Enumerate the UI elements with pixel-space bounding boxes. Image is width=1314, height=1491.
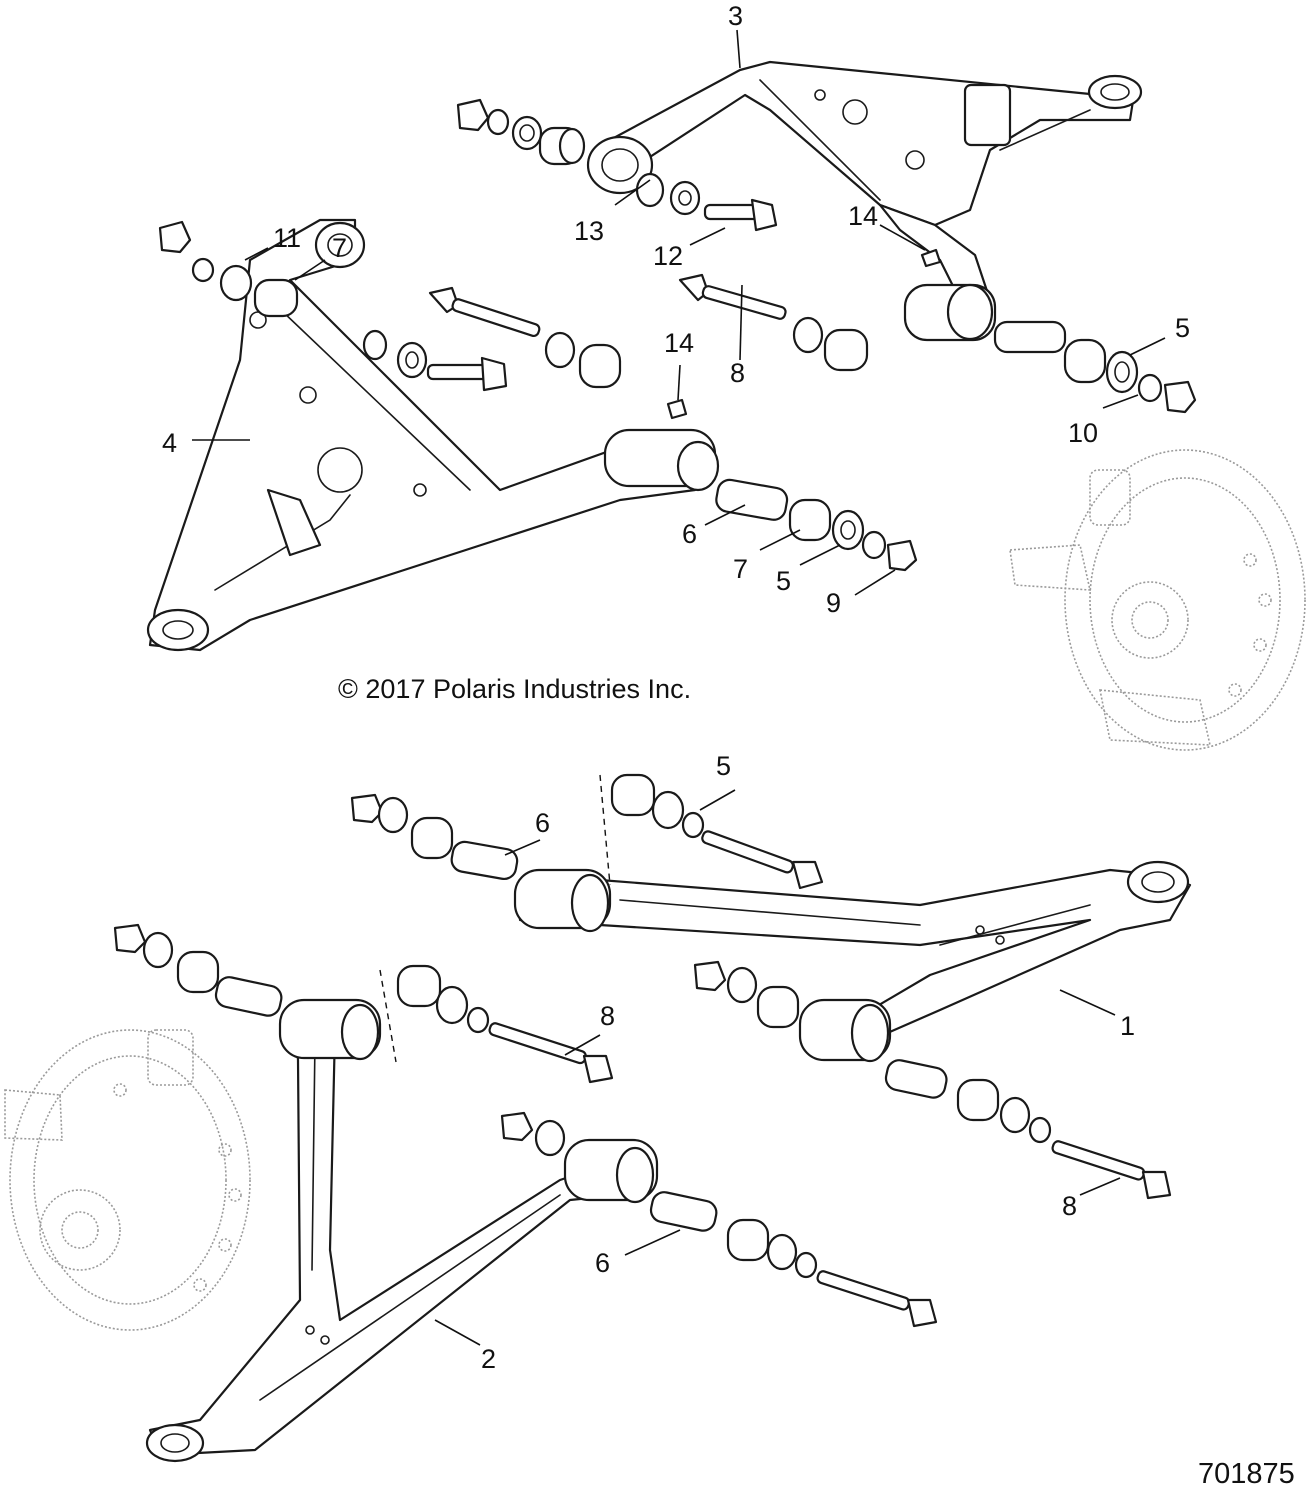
a-arm-part-3 (586, 60, 1143, 342)
hardware-upper-right (993, 320, 1197, 414)
callout-8-upper: 8 (730, 358, 745, 388)
callout-7-lower: 7 (733, 554, 748, 584)
drawing-number: 701875 (1198, 1458, 1295, 1490)
grease-fitting-mid (666, 398, 688, 420)
callout-5-upper-right: 5 (1175, 313, 1190, 343)
callout-6-upper: 6 (682, 519, 697, 549)
hardware-arm2 (113, 923, 938, 1328)
callout-8-lower-mid: 8 (600, 1001, 615, 1031)
grease-fitting-upper (920, 248, 942, 268)
callout-14-mid: 14 (664, 328, 694, 358)
ghost-hub-left (4, 1029, 251, 1331)
callout-1: 1 (1120, 1011, 1135, 1041)
callout-8-lower-right: 8 (1062, 1191, 1077, 1221)
callout-9: 9 (826, 588, 841, 618)
a-arm-part-2 (145, 998, 659, 1463)
dash-line-lower (379, 969, 397, 1063)
callout-5-lower: 5 (716, 751, 731, 781)
callout-10: 10 (1068, 418, 1098, 448)
callout-13: 13 (574, 216, 604, 246)
callout-7-upper: 7 (332, 233, 347, 263)
callout-11: 11 (273, 223, 301, 253)
callout-6-lower-bottom: 6 (595, 1248, 610, 1278)
hardware-upper-left (456, 98, 778, 232)
leader-lines (192, 29, 1166, 1346)
dash-line-upper (599, 774, 611, 886)
hardware-arm4-upper (158, 220, 869, 392)
callout-4: 4 (162, 428, 177, 458)
callout-14-upper: 14 (848, 201, 878, 231)
hardware-arm1 (350, 773, 1172, 1200)
a-arm-part-4 (146, 218, 720, 652)
ghost-hub-right (1009, 449, 1306, 751)
callout-3: 3 (728, 1, 743, 31)
callout-12: 12 (653, 241, 683, 271)
callout-5-mid: 5 (776, 566, 791, 596)
a-arm-part-1 (513, 860, 1192, 1063)
copyright-notice: © 2017 Polaris Industries Inc. (338, 674, 691, 704)
callout-2: 2 (481, 1344, 496, 1374)
callout-6-lower-top: 6 (535, 808, 550, 838)
